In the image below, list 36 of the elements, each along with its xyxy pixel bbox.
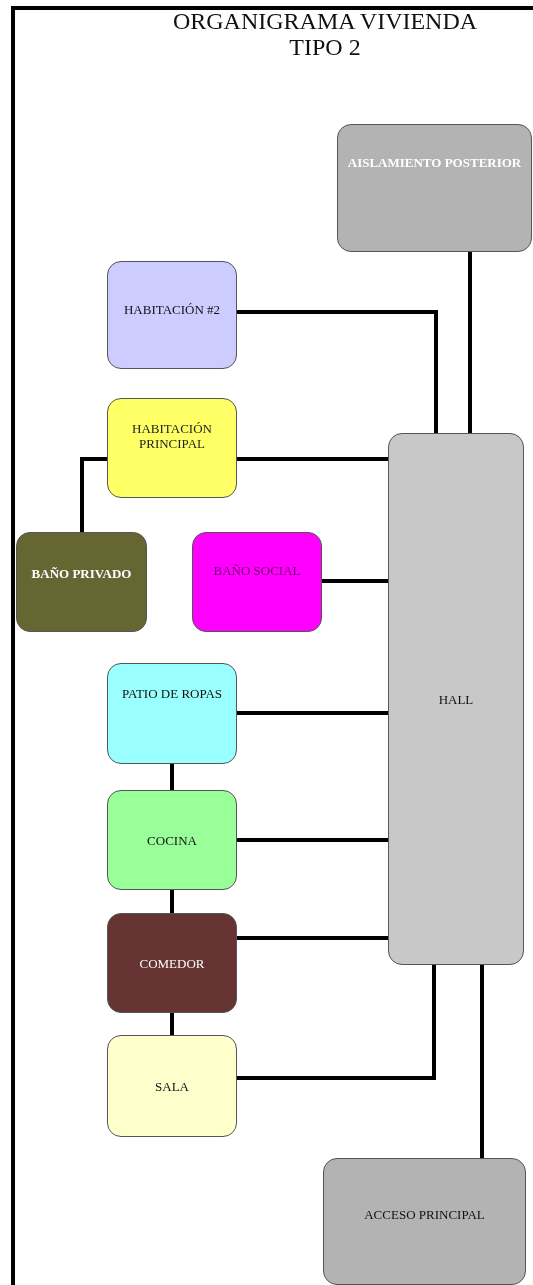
room-label: COMEDOR [139, 956, 205, 971]
room-box [107, 398, 237, 498]
connector-line [237, 711, 388, 715]
connector-line [237, 936, 388, 940]
connector-line [322, 579, 388, 583]
connector-line [237, 310, 438, 433]
connector-line [237, 457, 388, 461]
room-box [192, 532, 322, 632]
room-label: BAÑO PRIVADO [31, 566, 132, 581]
connector-line [170, 764, 174, 790]
room-box [107, 1035, 237, 1137]
room-label: PATIO DE ROPAS [121, 686, 223, 701]
room-label: SALA [155, 1079, 189, 1094]
connector-line [80, 457, 107, 532]
room-box [107, 790, 237, 890]
room-label: BAÑO SOCIAL [213, 563, 301, 578]
room-box [323, 1158, 526, 1285]
connector-line [468, 252, 472, 433]
room-label: HABITACIÓN PRINCIPAL [131, 421, 213, 451]
room-box [107, 663, 237, 764]
room-label: COCINA [147, 833, 197, 848]
room-box [107, 913, 237, 1013]
connector-line [480, 965, 484, 1158]
connector-line [237, 965, 436, 1080]
connector-line [170, 890, 174, 913]
diagram-title: ORGANIGRAMA VIVIENDA TIPO 2 [171, 8, 479, 60]
room-box [388, 433, 524, 965]
room-label: HALL [438, 692, 474, 707]
room-box [107, 261, 237, 369]
room-box [337, 124, 532, 252]
room-label: HABITACIÓN #2 [123, 302, 221, 317]
room-box [16, 532, 147, 632]
room-label: AISLAMIENTO POSTERIOR [347, 155, 522, 170]
connector-line [170, 1013, 174, 1035]
connector-line [237, 838, 388, 842]
room-label: ACCESO PRINCIPAL [364, 1207, 485, 1222]
